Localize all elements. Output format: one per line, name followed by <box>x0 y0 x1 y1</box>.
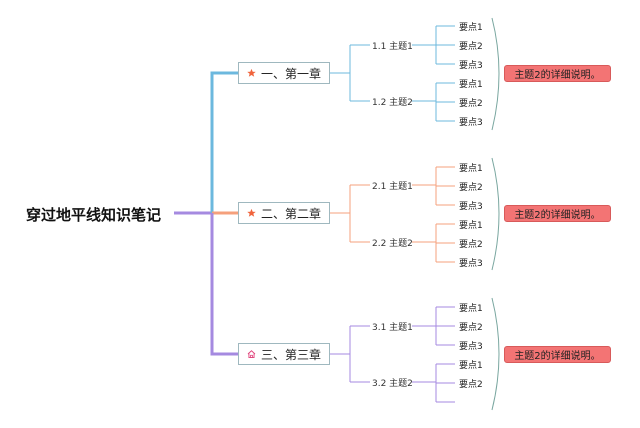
note-callout-1[interactable]: 主题2的详细说明。 <box>504 65 611 82</box>
point-node[interactable]: 要点2 <box>459 183 483 193</box>
chapter-label: 三、第三章 <box>260 347 321 362</box>
point-node[interactable]: 要点3 <box>459 259 483 269</box>
brace-chapter-2 <box>491 157 500 271</box>
point-node[interactable]: 要点3 <box>459 202 483 212</box>
chapter-label: 一、第一章 <box>260 66 321 81</box>
point-node[interactable]: 要点1 <box>459 221 483 231</box>
point-node[interactable]: 要点1 <box>459 80 483 90</box>
brace-chapter-1 <box>491 17 500 131</box>
point-node[interactable]: 要点2 <box>459 323 483 333</box>
point-node[interactable]: 要点3 <box>459 118 483 128</box>
star-icon <box>247 208 256 217</box>
trunk-chapter-1 <box>210 71 238 213</box>
point-node[interactable]: 要点1 <box>459 23 483 33</box>
branches-chapter-1 <box>330 25 455 122</box>
topic-node[interactable]: 2.2 主题2 <box>372 239 413 249</box>
branches-chapter-2 <box>330 166 455 263</box>
point-node[interactable]: 要点2 <box>459 240 483 250</box>
root-topic[interactable]: 穿过地平线知识笔记 <box>26 206 162 224</box>
branches-chapter-3 <box>330 306 455 403</box>
topic-node[interactable]: 1.1 主题1 <box>372 42 413 52</box>
home-icon <box>247 350 256 358</box>
trunk-chapter-3 <box>210 213 238 356</box>
point-node[interactable]: 要点2 <box>459 42 483 52</box>
topic-node[interactable]: 2.1 主题1 <box>372 182 413 192</box>
chapter-node-1[interactable]: 一、第一章 <box>238 62 330 84</box>
chapter-node-3[interactable]: 三、第三章 <box>238 343 330 365</box>
brace-chapter-3 <box>491 297 500 411</box>
star-icon <box>247 68 256 77</box>
topic-node[interactable]: 1.2 主题2 <box>372 98 413 108</box>
note-callout-3[interactable]: 主题2的详细说明。 <box>504 346 611 363</box>
chapter-label: 二、第二章 <box>260 206 321 221</box>
topic-node[interactable]: 3.2 主题2 <box>372 379 413 389</box>
point-node[interactable]: 要点2 <box>459 380 483 390</box>
point-node[interactable]: 要点1 <box>459 164 483 174</box>
point-node[interactable]: 要点3 <box>459 61 483 71</box>
point-node[interactable]: 要点2 <box>459 99 483 109</box>
topic-node[interactable]: 3.1 主题1 <box>372 323 413 333</box>
point-node[interactable]: 要点1 <box>459 361 483 371</box>
point-node[interactable]: 要点3 <box>459 342 483 352</box>
note-callout-2[interactable]: 主题2的详细说明。 <box>504 205 611 222</box>
chapter-node-2[interactable]: 二、第二章 <box>238 202 330 224</box>
point-node[interactable]: 要点1 <box>459 304 483 314</box>
